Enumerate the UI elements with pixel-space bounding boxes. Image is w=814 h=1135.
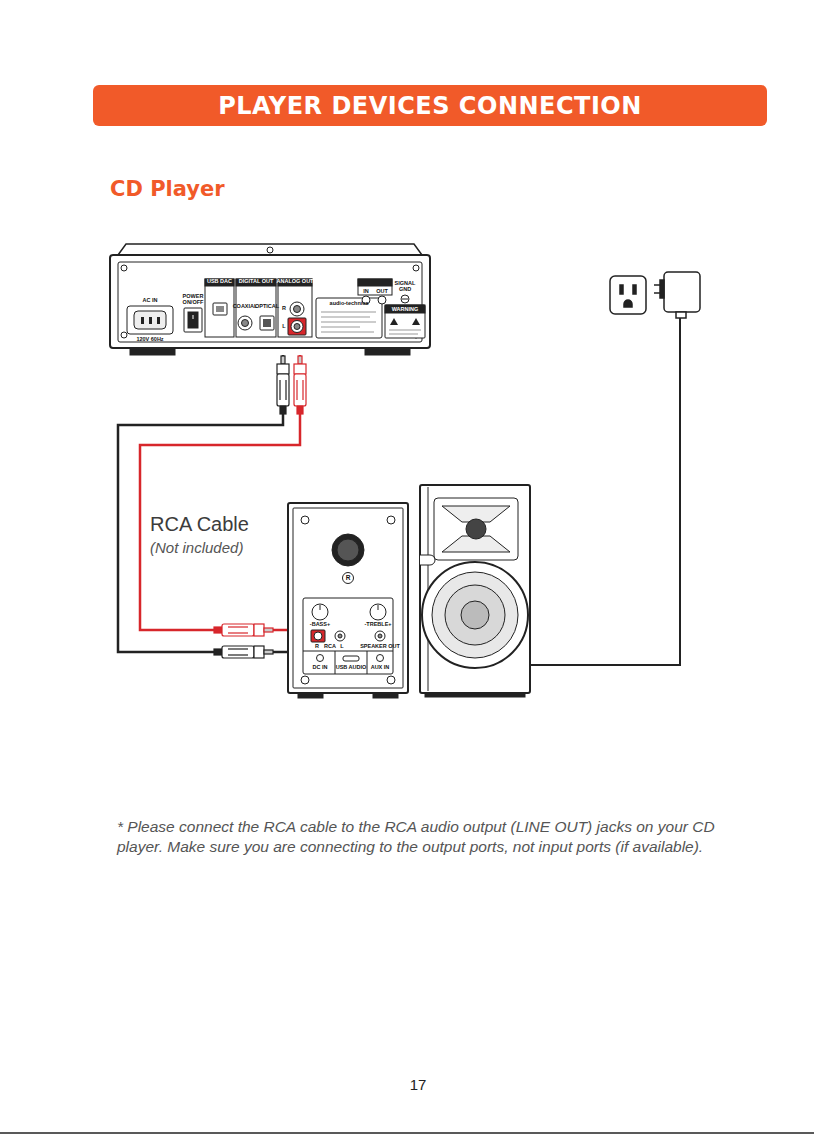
cable-note: (Not included) [150, 540, 243, 555]
speaker-rear-illustration [288, 503, 408, 698]
page-rule [0, 1132, 814, 1134]
speaker-front-illustration [420, 485, 530, 697]
page-number: 17 [398, 1077, 438, 1092]
panel-label: R [315, 644, 319, 650]
cd-player-illustration [110, 244, 430, 355]
panel-label: OUT [376, 289, 388, 295]
panel-label: -BASS+ [310, 622, 330, 628]
cd-player-rear-panel: AC IN POWER ON/OFF 120V 60Hz USB DAC DIGITAL… [110, 248, 430, 355]
panel-label: SIGNAL GND [394, 280, 416, 292]
panel-label: audio-technica [330, 301, 369, 307]
rca-cable [118, 355, 288, 652]
panel-label: IN [363, 289, 369, 295]
panel-label: -TREBLE+ [364, 622, 391, 628]
rca-plug [277, 356, 306, 414]
panel-label: AC IN [143, 298, 158, 304]
panel-label: ANALOG OUT [277, 279, 314, 285]
connection-note: * Please connect the RCA cable to the RC… [117, 817, 717, 857]
panel-label: USB DAC [207, 279, 232, 285]
panel-label: DC IN [313, 665, 328, 671]
panel-label: 120V 60Hz [136, 337, 163, 343]
rca-cable [140, 355, 300, 630]
panel-label: R [282, 306, 286, 312]
panel-label: RCA [324, 644, 336, 650]
cable-name: RCA Cable [150, 514, 249, 534]
panel-label: USB AUDIO [336, 665, 367, 671]
panel-label: COAXIAL [233, 304, 258, 310]
panel-label: WARNING [392, 307, 419, 313]
panel-label: L [282, 324, 285, 330]
power-cord [530, 312, 680, 665]
section-heading: CD Player [110, 179, 225, 200]
panel-label: POWER ON/OFF [181, 293, 205, 305]
page-title: PLAYER DEVICES CONNECTION [93, 85, 767, 126]
wall-outlet [610, 276, 646, 314]
panel-label: OPTICAL [255, 304, 279, 310]
panel-label: R [346, 575, 351, 582]
power-adapter [654, 272, 700, 318]
panel-label: SPEAKER OUT [360, 644, 400, 650]
title-banner [93, 85, 767, 126]
panel-label: L [340, 644, 343, 650]
rca-plug [214, 624, 273, 658]
panel-label: DIGITAL OUT [239, 279, 274, 285]
speaker-rear-panel: R -BASS+ -TREBLE+ R RCA L SPEAKER OUT DC IN USB … [288, 503, 408, 693]
panel-label: AUX IN [371, 665, 390, 671]
